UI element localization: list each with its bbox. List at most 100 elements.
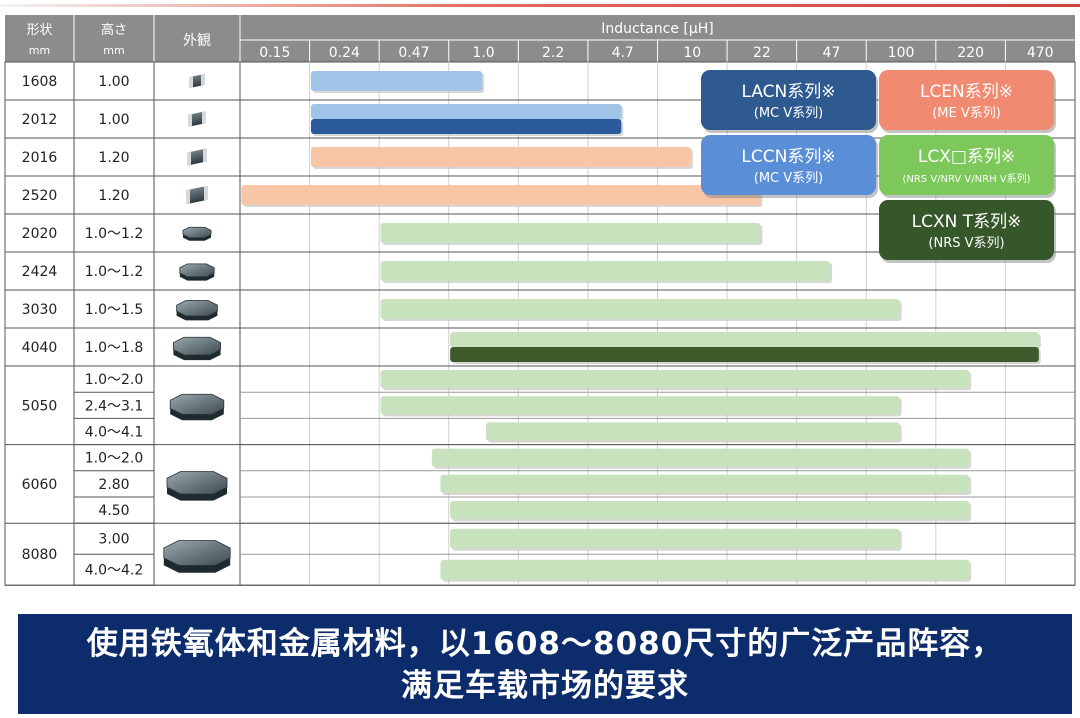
height-label: 1.0～2.0 bbox=[85, 451, 144, 467]
shape-label: 1608 bbox=[22, 74, 58, 90]
range-bar-LCX bbox=[380, 223, 761, 243]
component-image bbox=[163, 540, 231, 573]
legend-box bbox=[879, 135, 1054, 195]
shape-label: 2020 bbox=[22, 226, 58, 242]
summary-banner: 使用铁氧体和金属材料，以1608～8080尺寸的广泛产品阵容， 满足车载市场的要… bbox=[18, 614, 1072, 714]
range-bar-LCX bbox=[450, 332, 1039, 347]
legend-subtitle: (MC V系列) bbox=[754, 106, 823, 121]
height-label: 4.0～4.1 bbox=[85, 425, 144, 441]
legend-title: LACN系列※ bbox=[741, 82, 835, 102]
height-label: 4.0～4.2 bbox=[85, 563, 144, 579]
range-bar-LCX bbox=[485, 422, 900, 441]
x-tick-label: 1.0 bbox=[472, 45, 494, 61]
legend-item: LCX□系列※ (NRS V/NRV V/NRH V系列) bbox=[879, 135, 1056, 198]
shape-label: 4040 bbox=[22, 340, 58, 356]
height-label: 2.80 bbox=[98, 477, 129, 493]
component-image bbox=[169, 393, 225, 421]
component-image bbox=[176, 300, 218, 321]
range-bar-LCX bbox=[450, 528, 900, 549]
height-label: 1.0～1.2 bbox=[85, 226, 144, 242]
height-label: 1.00 bbox=[98, 74, 129, 90]
x-tick-label: 0.15 bbox=[259, 45, 290, 61]
component-image bbox=[186, 185, 208, 205]
range-bar-LCX bbox=[380, 396, 900, 415]
height-label: 4.50 bbox=[98, 503, 129, 519]
legend-subtitle: (ME V系列) bbox=[932, 106, 1001, 121]
legend-item: LCCN系列※(MC V系列) bbox=[701, 135, 878, 198]
shape-label: 2016 bbox=[22, 150, 58, 166]
legend-title: LCXN T系列※ bbox=[912, 212, 1022, 232]
shape-label: 2424 bbox=[22, 264, 58, 280]
x-tick-label: 10 bbox=[683, 45, 701, 61]
x-tick-label: 22 bbox=[753, 45, 771, 61]
x-tick-label: 4.7 bbox=[612, 45, 634, 61]
range-bar-LCX bbox=[431, 448, 970, 467]
range-bar-LCX bbox=[380, 370, 970, 389]
component-image bbox=[179, 263, 215, 281]
legend-item: LCEN系列※ (ME V系列) bbox=[879, 70, 1056, 133]
shape-label: 5050 bbox=[22, 398, 58, 414]
legend-subtitle: (NRS V系列) bbox=[928, 236, 1004, 251]
component-image bbox=[182, 226, 212, 241]
range-bar-LCX bbox=[380, 261, 831, 281]
header-height-unit: mm bbox=[103, 44, 124, 57]
range-bar-LACN_dark bbox=[310, 119, 622, 134]
table-header: 形状 mm 高さ mm 外観 Inductance [μH] 0.15 0.24 0.47 1.0… bbox=[5, 15, 1075, 62]
shape-label: 8080 bbox=[22, 547, 58, 563]
legend-box bbox=[879, 70, 1054, 130]
range-bar-LCX bbox=[380, 299, 900, 319]
legend-box bbox=[701, 135, 876, 195]
header-shape-label: 形状 bbox=[26, 23, 52, 38]
banner-line-2: 满足车载市场的要求 bbox=[401, 668, 689, 704]
component-image bbox=[166, 471, 228, 501]
shape-label: 6060 bbox=[22, 477, 58, 493]
header-shape-unit: mm bbox=[29, 44, 50, 57]
height-label: 1.20 bbox=[98, 188, 129, 204]
shape-label: 3030 bbox=[22, 302, 58, 318]
x-tick-label: 2.2 bbox=[542, 45, 564, 61]
height-label: 2.4～3.1 bbox=[85, 398, 144, 414]
height-label: 1.20 bbox=[98, 150, 129, 166]
banner-line-1: 使用铁氧体和金属材料，以1608～8080尺寸的广泛产品阵容， bbox=[86, 626, 1004, 662]
height-label: 1.0～1.2 bbox=[85, 264, 144, 280]
x-tick-label: 47 bbox=[823, 45, 841, 61]
range-bar-LCX bbox=[450, 501, 970, 520]
legend-subtitle: (NRS V/NRV V/NRH V系列) bbox=[902, 172, 1030, 185]
range-bars bbox=[241, 71, 1041, 582]
header-inductance-label: Inductance [μH] bbox=[601, 21, 714, 37]
header-background bbox=[5, 15, 1075, 62]
range-bar-LACN bbox=[310, 71, 483, 91]
component-image bbox=[189, 73, 205, 89]
height-label: 3.00 bbox=[98, 532, 129, 548]
legend-item: LCXN T系列※ (NRS V系列) bbox=[879, 200, 1056, 263]
legend-box bbox=[701, 70, 876, 130]
legend: LACN系列※ (MC V系列) LCEN系列※ (ME V系列) LCCN系列※(MC… bbox=[701, 70, 1056, 263]
x-tick-label: 470 bbox=[1027, 45, 1054, 61]
legend-title: LCX□系列※ bbox=[918, 147, 1015, 167]
height-label: 1.0～2.0 bbox=[85, 372, 144, 388]
legend-title: LCCN系列※ bbox=[741, 147, 835, 167]
range-bar-LACN bbox=[310, 104, 622, 119]
range-bar-LCX bbox=[440, 559, 970, 580]
header-appearance-label: 外観 bbox=[183, 32, 211, 49]
component-image bbox=[188, 111, 206, 127]
x-tick-label: 0.24 bbox=[329, 45, 360, 61]
range-bar-LCEN bbox=[241, 185, 761, 205]
inductance-range-chart: 形状 mm 高さ mm 外観 Inductance [μH] 0.15 0.24 0.47 1.0… bbox=[4, 15, 1076, 586]
legend-item: LACN系列※ (MC V系列) bbox=[701, 70, 878, 133]
component-image bbox=[172, 336, 222, 361]
legend-title: LCEN系列※ bbox=[920, 82, 1013, 102]
x-tick-label: 0.47 bbox=[398, 45, 429, 61]
height-label: 1.00 bbox=[98, 112, 129, 128]
range-bar-LCX bbox=[440, 474, 970, 493]
shape-label: 2012 bbox=[22, 112, 58, 128]
shape-label: 2520 bbox=[22, 188, 58, 204]
x-tick-label: 220 bbox=[957, 45, 984, 61]
range-bar-LCXN_T bbox=[450, 347, 1039, 362]
component-image bbox=[187, 148, 207, 166]
range-bar-LCEN bbox=[310, 147, 691, 167]
x-tick-label: 100 bbox=[888, 45, 915, 61]
top-accent-line bbox=[0, 4, 1080, 7]
height-label: 1.0～1.5 bbox=[85, 302, 144, 318]
header-height-label: 高さ bbox=[101, 22, 127, 38]
